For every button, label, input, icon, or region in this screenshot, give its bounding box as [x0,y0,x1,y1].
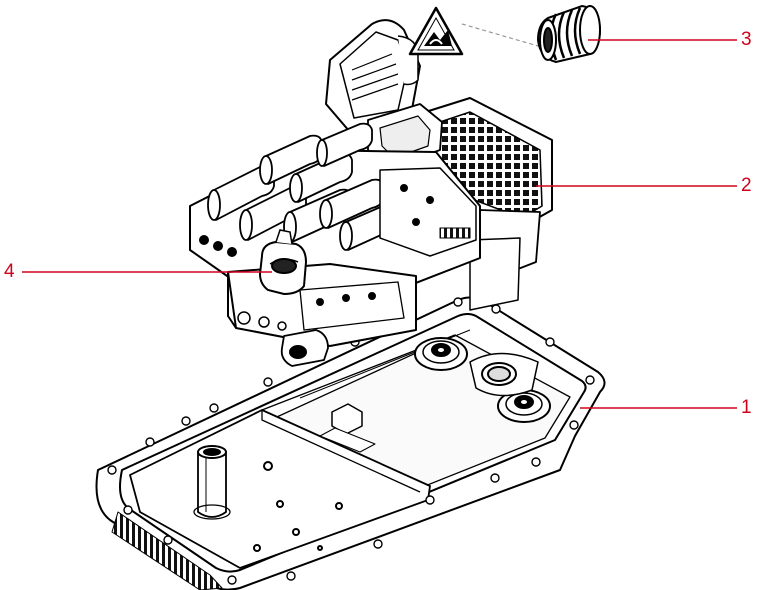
fill-tube [193,445,231,520]
drain-plug-left [414,337,468,371]
warning-triangle-icon [408,6,464,56]
sensor [258,229,308,296]
drain-plug-right [497,389,551,423]
filter-outlet [469,352,539,397]
callout-label-4: 4 [4,261,15,282]
solenoids [207,122,405,251]
callout-label-2: 2 [741,175,752,196]
sleeve [536,4,602,64]
callout-lines [22,39,737,409]
callout-label-1: 1 [741,397,752,418]
oil-pan [95,296,606,590]
callout-label-3: 3 [741,29,752,50]
